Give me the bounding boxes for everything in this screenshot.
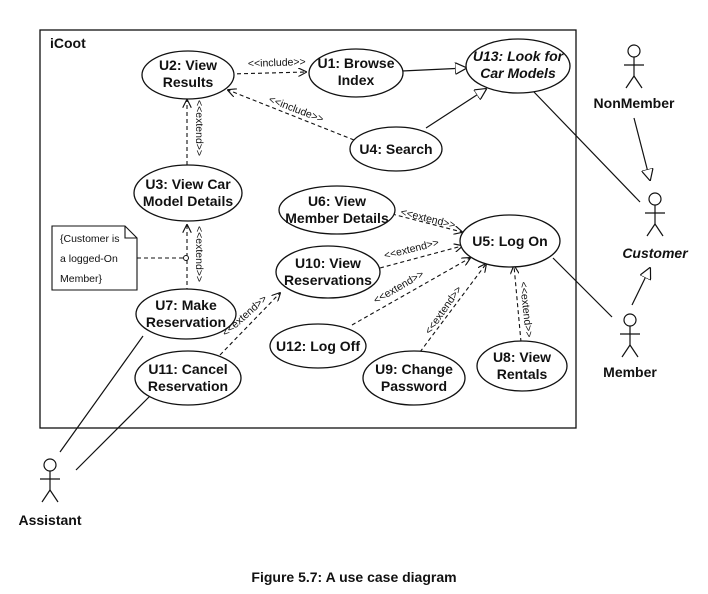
svg-text:U1: Browse: U1: Browse (317, 55, 394, 71)
extend-label-u3-u2: <<extend>> (193, 100, 205, 156)
extend-u9-u5 (419, 264, 486, 353)
extend-label-u6-u5: <<extend>> (399, 206, 456, 231)
extend-label-u10-u5: <<extend>> (383, 237, 440, 262)
extend-u6-u5 (391, 213, 462, 232)
use-case-u8: U8: View Rentals (476, 340, 568, 392)
svg-text:U7: Make: U7: Make (155, 297, 217, 313)
actor-assistant: Assistant (18, 458, 82, 528)
include-u4-u2 (228, 90, 355, 141)
svg-text:{Customer is: {Customer is (60, 233, 120, 245)
svg-text:Car Models: Car Models (480, 65, 556, 81)
svg-text:U4: Search: U4: Search (359, 141, 432, 157)
use-case-u11: U11: Cancel Reservation (134, 350, 242, 406)
svg-text:Index: Index (338, 72, 375, 88)
system-boundary (39, 29, 577, 429)
extend-u10-u5 (379, 246, 462, 269)
svg-text:Results: Results (163, 74, 214, 90)
note-anchor-point (183, 255, 189, 261)
svg-text:U2: View: U2: View (159, 57, 217, 73)
use-case-u2: U2: View Results (141, 50, 235, 100)
include-label-u4-u2: <<include>> (267, 94, 325, 126)
actor-nonmember: NonMember (594, 44, 675, 111)
svg-text:U8: View: U8: View (493, 349, 551, 365)
svg-text:NonMember: NonMember (594, 95, 675, 111)
svg-text:U12: Log Off: U12: Log Off (276, 338, 360, 354)
svg-text:U5: Log On: U5: Log On (472, 233, 547, 249)
assoc-customer-u13 (533, 91, 641, 203)
use-case-u5: U5: Log On (459, 214, 561, 268)
figure-caption: Figure 5.7: A use case diagram (251, 569, 456, 585)
svg-text:Reservation: Reservation (148, 378, 228, 394)
use-case-u7: U7: Make Reservation (135, 288, 237, 340)
extend-u11-u10 (219, 293, 280, 356)
use-case-u13: U13: Look for Car Models (465, 38, 571, 94)
generalization-u1-u13 (401, 68, 466, 71)
svg-text:Reservations: Reservations (284, 272, 372, 288)
svg-text:Password: Password (381, 378, 447, 394)
assoc-assistant-u11 (75, 391, 155, 471)
include-u2-u1 (229, 72, 306, 74)
svg-text:Customer: Customer (622, 245, 689, 261)
svg-text:Member: Member (603, 364, 657, 380)
extend-label-u7-u3: <<extend>> (193, 226, 205, 282)
svg-text:U6: View: U6: View (308, 193, 366, 209)
svg-text:U13: Look for: U13: Look for (473, 48, 565, 64)
assoc-assistant-u7 (59, 335, 144, 453)
svg-text:a logged-On: a logged-On (60, 253, 118, 265)
include-label-u2-u1: <<include>> (248, 56, 306, 70)
generalization-u4-u13 (425, 89, 486, 129)
use-case-u6: U6: View Member Details (278, 185, 396, 235)
use-case-u9: U9: Change Password (362, 350, 466, 406)
svg-text:U11: Cancel: U11: Cancel (148, 361, 227, 377)
use-case-u1: U1: Browse Index (308, 48, 404, 98)
svg-text:U3: View Car: U3: View Car (145, 176, 231, 192)
constraint-note: {Customer is a logged-On Member} (51, 225, 138, 291)
svg-text:Reservation: Reservation (146, 314, 226, 330)
use-case-u10: U10: View Reservations (275, 245, 381, 299)
svg-text:Member Details: Member Details (285, 210, 389, 226)
assoc-member-u5 (552, 257, 613, 318)
actor-customer: Customer (622, 192, 689, 261)
extend-label-u8-u5: <<extend>> (517, 281, 535, 338)
svg-text:Rentals: Rentals (497, 366, 548, 382)
extend-u12-u5 (351, 258, 470, 326)
use-case-u4: U4: Search (349, 126, 443, 172)
generalization-member-customer (631, 268, 650, 306)
use-case-u12: U12: Log Off (269, 323, 367, 369)
svg-text:U9: Change: U9: Change (375, 361, 453, 377)
actor-member: Member (603, 313, 657, 380)
extend-label-u9-u5: <<extend>> (423, 284, 465, 337)
svg-text:Member}: Member} (60, 273, 103, 285)
svg-text:U10: View: U10: View (295, 255, 361, 271)
generalization-nonmember-customer (633, 117, 650, 180)
system-title: iCoot (50, 35, 86, 51)
svg-text:Assistant: Assistant (18, 512, 81, 528)
svg-text:Model Details: Model Details (143, 193, 233, 209)
use-case-u3: U3: View Car Model Details (133, 164, 243, 222)
extend-u8-u5 (514, 266, 522, 343)
